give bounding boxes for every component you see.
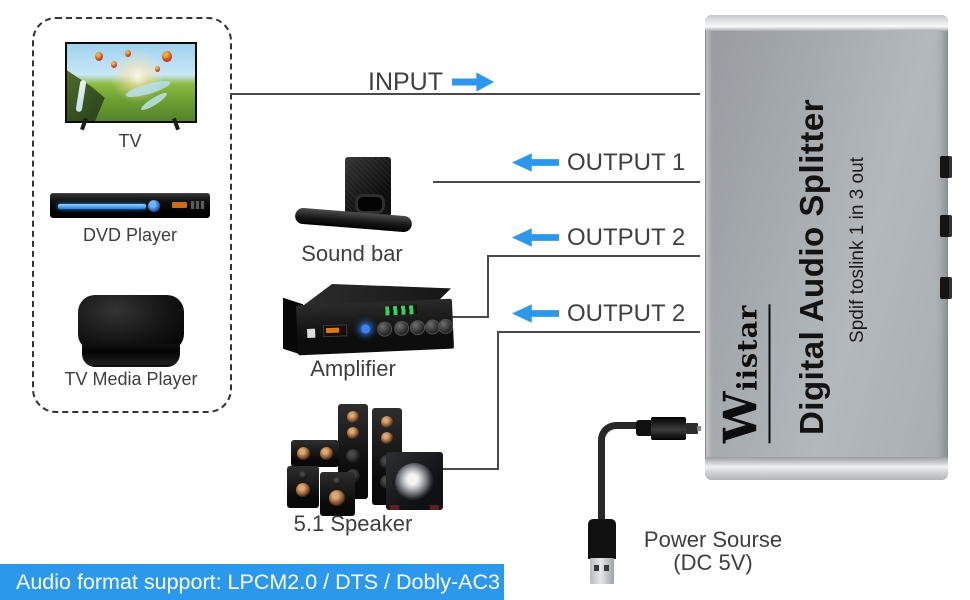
- subwoofer-foot: [390, 505, 399, 510]
- cliff: [67, 70, 105, 121]
- power-source-label: Power Sourse (DC 5V): [644, 528, 782, 574]
- amplifier-knob: [376, 321, 393, 337]
- media-player-label: TV Media Player: [64, 369, 198, 389]
- tv-image: [65, 42, 197, 123]
- amplifier-label: Amplifier: [310, 356, 396, 381]
- subwoofer-driver: [395, 463, 434, 502]
- usb-hole: [604, 565, 609, 571]
- balloon: [111, 61, 117, 68]
- output2-line: [424, 316, 489, 318]
- output2-label: OUTPUT 2: [567, 224, 686, 251]
- amplifier-level-meter: [384, 304, 419, 317]
- amplifier-knob: [409, 319, 426, 336]
- output3-arrow-icon: [512, 304, 559, 323]
- balloon: [162, 51, 172, 62]
- tv-label: TV: [118, 131, 142, 151]
- speaker-driver: [320, 447, 333, 460]
- speaker-driver: [296, 483, 310, 497]
- speaker-driver: [347, 427, 359, 439]
- speaker-driver: [329, 490, 345, 506]
- output3-line: [497, 331, 700, 333]
- input-line: [230, 93, 700, 95]
- soundbar-image: [294, 207, 413, 233]
- speaker-center-image: [291, 440, 339, 467]
- toslink-port: [940, 156, 952, 178]
- subwoofer-image: [386, 452, 443, 510]
- amplifier-knob: [437, 318, 454, 335]
- splitter-subtitle: Spdif toslink 1 in 3 out: [847, 157, 868, 343]
- dvd-player-image: [50, 193, 210, 218]
- subwoofer-foot: [430, 505, 439, 510]
- output3-line: [432, 468, 499, 470]
- speaker-driver: [381, 416, 393, 428]
- footer-text: Audio format support: LPCM2.0 / DTS / Do…: [16, 570, 500, 594]
- dc-plug-image: [651, 417, 686, 440]
- speaker-driver: [297, 447, 310, 460]
- output2-line: [487, 255, 700, 257]
- output2-line: [487, 255, 489, 318]
- amplifier-led: [360, 324, 371, 334]
- usb-plug-image: [588, 519, 616, 559]
- soundbar-port: [355, 194, 385, 214]
- amplifier-knob: [393, 320, 410, 337]
- soundbar-subwoofer-image: [345, 157, 391, 217]
- power-cable-image: [598, 422, 649, 533]
- splitter-device: [705, 15, 948, 480]
- balloon: [155, 66, 160, 72]
- output1-label: OUTPUT 1: [567, 149, 686, 176]
- toslink-port: [940, 277, 952, 299]
- speaker-bookshelf-image: [287, 466, 319, 508]
- splitter-top-bevel: [705, 15, 948, 31]
- dvd-player-label: DVD Player: [82, 225, 178, 245]
- speaker-driver: [381, 432, 393, 444]
- splitter-bottom-bevel: [705, 457, 948, 480]
- output3-label: OUTPUT 2: [567, 300, 686, 327]
- splitter-title: Digital Audio Splitter: [793, 98, 830, 436]
- speaker-driver: [346, 449, 360, 463]
- dc-plug-pin: [697, 426, 701, 431]
- toslink-port: [940, 215, 952, 237]
- speaker-driver: [347, 411, 359, 423]
- speaker-tweeter: [299, 471, 307, 479]
- amplifier-usb-port: [307, 328, 316, 338]
- speaker-bookshelf-image: [320, 472, 355, 516]
- output1-arrow-icon: [512, 153, 559, 172]
- media-player-image: [78, 295, 184, 351]
- media-player-front: [82, 344, 180, 367]
- usb-hole: [594, 565, 599, 571]
- source-devices-panel: [32, 17, 232, 413]
- dvd-center-button: [148, 200, 160, 212]
- tv-scene: [67, 44, 195, 121]
- footer-banner: Audio format support: LPCM2.0 / DTS / Do…: [0, 564, 504, 600]
- dvd-display: [172, 202, 187, 208]
- dvd-led-stripe: [58, 204, 146, 209]
- speaker-label: 5.1 Speaker: [293, 511, 413, 536]
- speaker-tweeter: [333, 477, 341, 485]
- output2-arrow-icon: [512, 228, 559, 247]
- amplifier-display: [322, 324, 348, 338]
- input-label: INPUT: [368, 68, 443, 96]
- power-source-line2: (DC 5V): [673, 550, 753, 575]
- usb-plug-metal: [590, 558, 614, 584]
- dc-plug-tip: [686, 423, 698, 434]
- output3-line: [497, 331, 499, 470]
- dc-plug-relief: [636, 420, 653, 436]
- input-arrow-icon: [452, 72, 494, 92]
- soundbar-label: Sound bar: [301, 241, 403, 266]
- output1-line: [433, 181, 700, 183]
- dvd-keys: [191, 201, 205, 209]
- power-source-line1: Power Sourse: [643, 527, 783, 552]
- amplifier-image: [295, 298, 455, 356]
- balloon: [125, 50, 131, 57]
- splitter-brand-logo: Wiistar: [713, 304, 771, 444]
- balloon: [95, 52, 103, 61]
